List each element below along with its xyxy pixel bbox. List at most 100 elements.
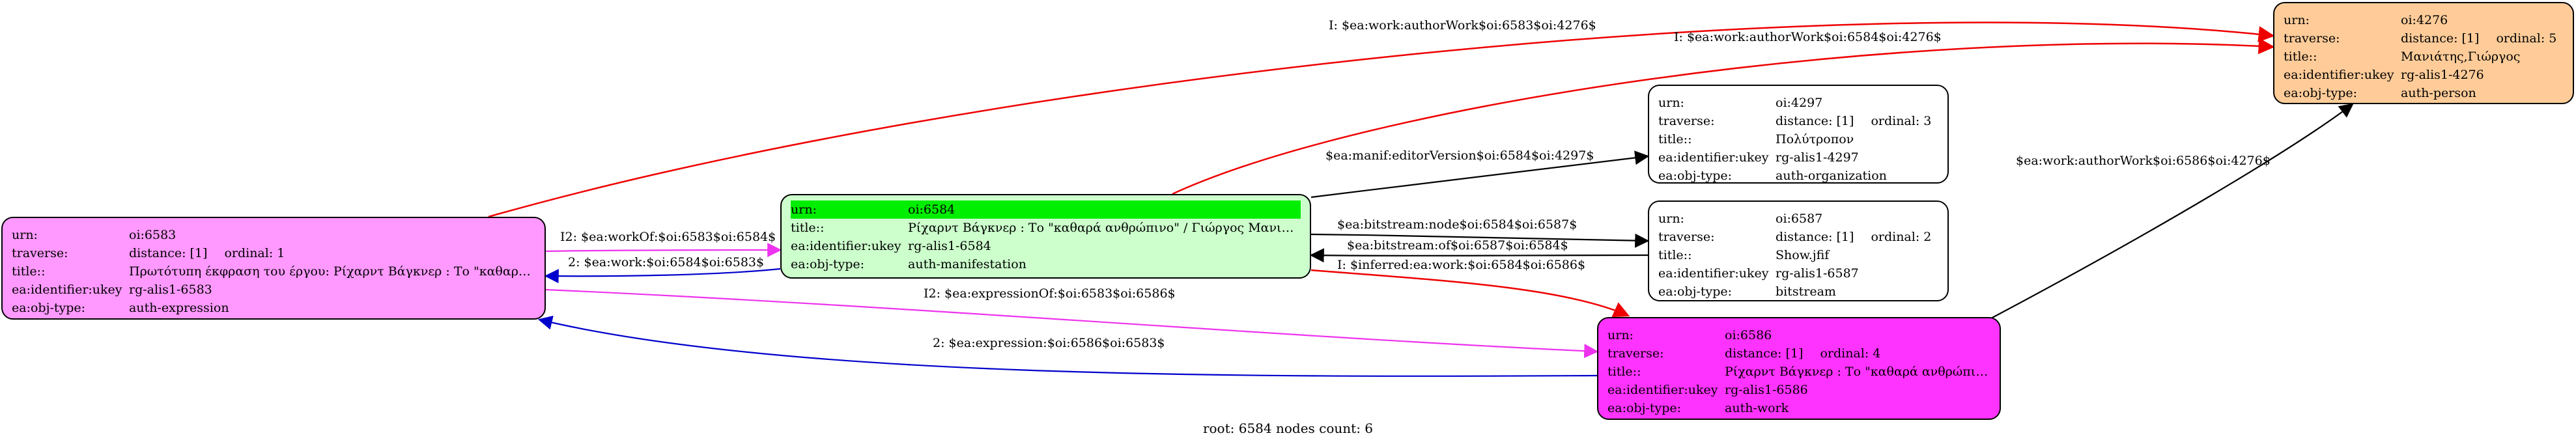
edge-6586-6583 <box>537 315 1598 377</box>
key: ea:obj-type: <box>12 301 86 315</box>
row-urn: urn: oi:4276 <box>2284 11 2564 29</box>
value: auth-manifestation <box>908 257 1026 271</box>
row-obj-type: ea:obj-type: bitstream <box>1658 283 1938 300</box>
ordinal-value: ordinal: 5 <box>2496 31 2557 46</box>
row-identifier: ea:identifier:ukey rg-alis1-6584 <box>791 237 1301 255</box>
node-oi-4276[interactable]: urn: oi:4276 traverse: distance: [1] ordina… <box>2273 2 2574 104</box>
edge-6586-4276 <box>1989 103 2354 320</box>
edge-6584-6587 <box>1310 233 1650 248</box>
key: urn: <box>2284 13 2310 27</box>
row-title: title::Show.jfif <box>1658 246 1938 264</box>
value: distance: [1] ordinal: 2 <box>1776 230 1938 244</box>
key: ea:identifier:ukey <box>791 239 901 253</box>
node-oi-6586[interactable]: urn: oi:6586 traverse: distance: [1] ordina… <box>1597 317 2001 420</box>
distance-value: distance: [1] <box>1776 230 1854 244</box>
row-title: title::Πολύτροπον <box>1658 130 1938 148</box>
row-title: title::Μανιάτης,Γιώργος <box>2284 48 2564 66</box>
node-oi-4297[interactable]: urn:oi:4297 traverse:distance: [1]ordina… <box>1648 85 1949 184</box>
row-title: title::Ρίχαρντ Βάγκνερ : Το "καθαρά ανθρ… <box>791 219 1301 237</box>
key: traverse: <box>1607 346 1664 361</box>
value: rg-alis1-6587 <box>1776 266 1859 281</box>
row-obj-type: ea:obj-type:auth-organization <box>1658 167 1938 183</box>
edge-label-6584-6583: 2: $ea:work:$oi:6584$oi:6583$ <box>568 255 765 269</box>
key: urn: <box>1607 328 1634 342</box>
edge-label-6583-6584: I2: $ea:workOf:$oi:6583$oi:6584$ <box>560 230 776 244</box>
ordinal-value: ordinal: 1 <box>224 246 285 260</box>
key: urn: <box>1658 212 1684 226</box>
graph-footer: root: 6584 nodes count: 6 <box>1202 421 1374 436</box>
edge-label-6586-4276: $ea:work:authorWork$oi:6586$oi:4276$ <box>2016 154 2271 168</box>
edge-6584-4276 <box>1172 38 2275 195</box>
key: title:: <box>791 221 825 235</box>
row-traverse: traverse: distance: [1] ordinal: 4 <box>1607 344 1990 363</box>
value: rg-alis1-6584 <box>908 239 991 253</box>
value: oi:6583 <box>129 228 177 242</box>
key: urn: <box>12 228 38 242</box>
key: ea:obj-type: <box>2284 86 2358 100</box>
node-oi-6584[interactable]: urn:oi:6584 title::Ρίχαρντ Βάγκνερ : Το … <box>780 194 1311 279</box>
row-obj-type: ea:obj-type:auth-expression <box>12 299 535 317</box>
row-urn: urn:oi:6584 <box>791 200 1301 219</box>
edge-label-6584-6587: $ea:bitstream:node$oi:6584$oi:6587$ <box>1337 217 1578 232</box>
value: auth-person <box>2401 86 2476 100</box>
value: Ρίχαρντ Βάγκνερ : Το "καθαρά ανθρώπινο" … <box>908 221 1301 235</box>
key: traverse: <box>1658 230 1715 244</box>
row-urn: urn: oi:6583 <box>12 226 535 244</box>
key: title:: <box>2284 49 2317 64</box>
value: oi:6586 <box>1725 328 1772 342</box>
key: ea:obj-type: <box>1658 284 1733 299</box>
key: traverse: <box>1658 114 1715 128</box>
value: Πολύτροπον <box>1776 132 1854 146</box>
edge-label-6586-6583: 2: $ea:expression:$oi:6586$oi:6583$ <box>933 336 1165 350</box>
key: title:: <box>1658 248 1692 262</box>
edge-6583-6584 <box>545 243 782 258</box>
row-title: title::Ρίχαρντ Βάγκνερ : Το "καθαρά ανθρ… <box>1607 363 1990 381</box>
key: urn: <box>1658 96 1684 110</box>
ordinal-value: ordinal: 4 <box>1820 346 1881 361</box>
edge-6584-6586 <box>1310 269 1630 318</box>
value: distance: [1] ordinal: 5 <box>2401 31 2564 46</box>
key: traverse: <box>12 246 68 260</box>
distance-value: distance: [1] <box>1776 114 1854 128</box>
key: traverse: <box>2284 31 2340 46</box>
edge-label-6583-4276: I: $ea:work:authorWork$oi:6583$oi:4276$ <box>1329 18 1596 33</box>
value: auth-organization <box>1776 169 1887 183</box>
value: rg-alis1-6586 <box>1725 383 1808 397</box>
key: ea:identifier:ukey <box>12 283 122 297</box>
key: ea:identifier:ukey <box>1658 266 1769 281</box>
value: bitstream <box>1776 284 1836 299</box>
edge-label-6584-6586: I: $inferred:ea:work:$oi:6584$oi:6586$ <box>1337 258 1586 272</box>
value: Ρίχαρντ Βάγκνερ : Το "καθαρά ανθρώπινο" <box>1725 365 1990 379</box>
ordinal-value: ordinal: 3 <box>1871 114 1932 128</box>
edge-6584-4297 <box>1310 150 1650 199</box>
row-identifier: ea:identifier:ukey rg-alis1-6587 <box>1658 264 1938 283</box>
row-obj-type: ea:obj-type: auth-manifestation <box>791 255 1301 273</box>
key: ea:identifier:ukey <box>1658 150 1769 165</box>
edge-label-6584-4276: I: $ea:work:authorWork$oi:6584$oi:4276$ <box>1674 30 1942 44</box>
value: oi:6584 <box>908 202 955 217</box>
row-traverse: traverse: distance: [1] ordinal: 3 <box>1658 112 1938 130</box>
value: Show.jfif <box>1776 248 1830 262</box>
value: oi:6587 <box>1776 212 1823 226</box>
edge-6583-4276 <box>488 21 2275 218</box>
distance-value: distance: [1] <box>1725 346 1804 361</box>
edge-6584-6583 <box>544 268 781 284</box>
key: ea:obj-type: <box>791 257 865 271</box>
row-traverse: traverse: distance: [1] ordinal: 5 <box>2284 29 2564 48</box>
node-oi-6587[interactable]: urn: oi:6587 traverse: distance: [1] ordina… <box>1648 200 1949 301</box>
row-urn: urn: oi:6586 <box>1607 326 1990 344</box>
row-urn: urn: oi:6587 <box>1658 210 1938 228</box>
distance-value: distance: [1] <box>2401 31 2480 46</box>
key: title:: <box>1607 365 1641 379</box>
node-oi-6583[interactable]: urn: oi:6583 traverse: distance: [1]ordina… <box>1 217 546 320</box>
row-traverse: traverse: distance: [1]ordinal: 1 <box>12 244 535 262</box>
ordinal-value: ordinal: 2 <box>1871 230 1932 244</box>
value: oi:4276 <box>2401 13 2448 27</box>
key: ea:obj-type: <box>1607 401 1682 415</box>
value: distance: [1]ordinal: 1 <box>129 246 535 260</box>
edge-label-6583-6586: I2: $ea:expressionOf:$oi:6583$oi:6586$ <box>924 286 1176 301</box>
